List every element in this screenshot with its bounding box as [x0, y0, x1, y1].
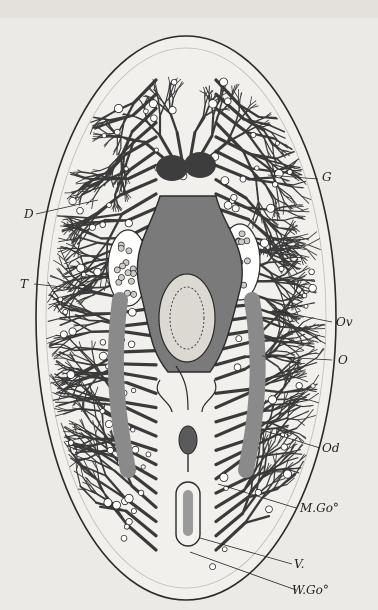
- label-Od: Od: [322, 442, 340, 454]
- label-V: V.: [294, 558, 304, 570]
- copulatory-bulb: [179, 426, 197, 454]
- penis: [183, 490, 193, 536]
- label-MGo: M.Go°: [300, 502, 339, 514]
- label-G: G: [322, 171, 332, 183]
- pharynx: [159, 274, 215, 362]
- label-T: T: [20, 278, 28, 290]
- label-Ov: Ov: [336, 316, 353, 328]
- cerebral-ganglion-right: [184, 152, 216, 178]
- label-WGo: W.Go°: [292, 584, 329, 596]
- cerebral-ganglion-left: [156, 155, 188, 181]
- label-D: D: [24, 208, 34, 220]
- label-O: O: [338, 354, 348, 366]
